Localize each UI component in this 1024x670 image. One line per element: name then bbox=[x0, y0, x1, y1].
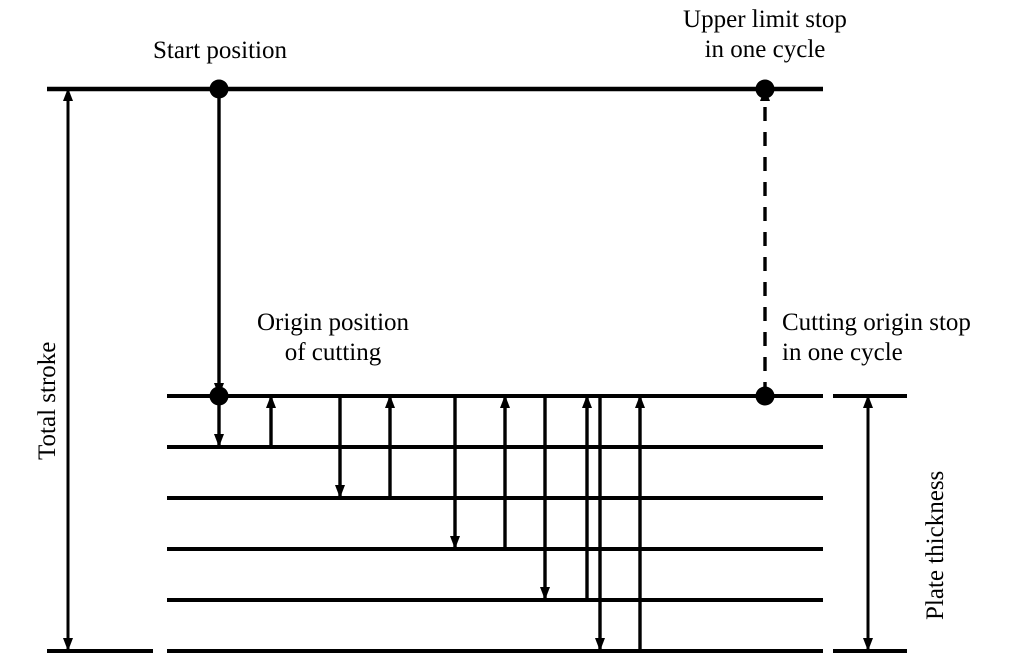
label-total-stroke: Total stroke bbox=[34, 341, 61, 460]
start-position-dot bbox=[209, 79, 229, 99]
origin-position-of-cutting-dot bbox=[209, 386, 229, 406]
label-plate-thickness: Plate thickness bbox=[922, 470, 949, 620]
upper-limit-stop-dot bbox=[755, 79, 775, 99]
label-origin-position-of-cutting: Origin position of cutting bbox=[256, 309, 410, 366]
label-cutting-origin-stop: Cutting origin stop in one cycle bbox=[782, 309, 971, 366]
cutting-origin-stop-dot bbox=[755, 386, 775, 406]
label-start-position: Start position bbox=[152, 37, 288, 64]
label-upper-limit-stop: Upper limit stop in one cycle bbox=[683, 6, 847, 63]
